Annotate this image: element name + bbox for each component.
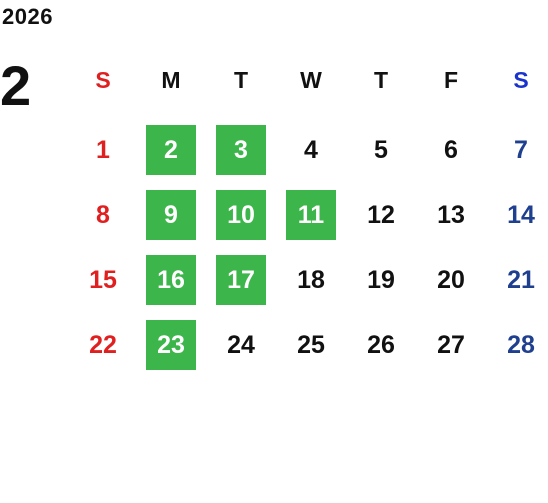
day-number: 27 bbox=[437, 331, 465, 359]
week-row: 1 2 3 4 5 6 7 bbox=[68, 125, 548, 175]
day-cell-highlighted[interactable]: 11 bbox=[286, 190, 336, 240]
day-cell[interactable]: 6 bbox=[426, 125, 476, 175]
day-number: 24 bbox=[227, 331, 255, 359]
day-cell[interactable]: 22 bbox=[78, 320, 128, 370]
day-cell[interactable]: 18 bbox=[286, 255, 336, 305]
highlight-background bbox=[146, 190, 196, 240]
day-number: 25 bbox=[297, 331, 325, 359]
day-cell[interactable]: 25 bbox=[286, 320, 336, 370]
weekday-header-saturday: S bbox=[513, 67, 529, 93]
day-number: 16 bbox=[157, 266, 185, 294]
weekday-header-tuesday: T bbox=[233, 67, 249, 93]
day-cell-highlighted[interactable]: 16 bbox=[146, 255, 196, 305]
day-cell[interactable]: 4 bbox=[286, 125, 336, 175]
year-label: 2026 bbox=[2, 4, 53, 29]
day-number: 6 bbox=[444, 136, 458, 164]
day-number: 9 bbox=[164, 201, 178, 229]
highlight-background bbox=[216, 255, 266, 305]
day-cell[interactable]: 12 bbox=[356, 190, 406, 240]
highlight-background bbox=[146, 320, 196, 370]
highlight-background bbox=[216, 125, 266, 175]
day-cell[interactable]: 1 bbox=[78, 125, 128, 175]
day-number: 12 bbox=[367, 201, 395, 229]
day-number: 11 bbox=[297, 201, 325, 229]
day-cell-highlighted[interactable]: 2 bbox=[146, 125, 196, 175]
highlight-background bbox=[286, 190, 336, 240]
day-cell[interactable]: 13 bbox=[426, 190, 476, 240]
day-cell[interactable]: 5 bbox=[356, 125, 406, 175]
day-cell[interactable]: 15 bbox=[78, 255, 128, 305]
highlight-background bbox=[216, 190, 266, 240]
day-number: 17 bbox=[227, 266, 255, 294]
day-number: 20 bbox=[437, 266, 465, 294]
day-cell[interactable]: 21 bbox=[496, 255, 546, 305]
weekday-header-wednesday: W bbox=[300, 67, 322, 93]
day-cell-highlighted[interactable]: 23 bbox=[146, 320, 196, 370]
day-cell[interactable]: 7 bbox=[496, 125, 546, 175]
day-cell[interactable]: 28 bbox=[496, 320, 546, 370]
day-number: 1 bbox=[96, 136, 110, 164]
day-cell[interactable]: 8 bbox=[78, 190, 128, 240]
weekday-header-monday: M bbox=[161, 67, 181, 93]
week-row: 8 9 10 11 12 13 14 bbox=[68, 190, 548, 240]
highlight-background bbox=[146, 125, 196, 175]
day-cell[interactable]: 24 bbox=[216, 320, 266, 370]
day-number: 13 bbox=[437, 201, 465, 229]
weekday-header-sunday: S bbox=[95, 67, 111, 93]
month-label: 2 bbox=[0, 54, 32, 117]
day-number: 23 bbox=[157, 331, 185, 359]
day-cell[interactable]: 26 bbox=[356, 320, 406, 370]
day-number: 18 bbox=[297, 266, 325, 294]
day-number: 26 bbox=[367, 331, 395, 359]
week-row: 22 23 24 25 26 27 28 bbox=[68, 320, 548, 370]
day-number: 28 bbox=[507, 331, 535, 359]
day-cell-highlighted[interactable]: 9 bbox=[146, 190, 196, 240]
day-cell[interactable]: 27 bbox=[426, 320, 476, 370]
day-cell[interactable]: 20 bbox=[426, 255, 476, 305]
weekday-header-friday: F bbox=[443, 67, 459, 93]
day-cell[interactable]: 14 bbox=[496, 190, 546, 240]
weekday-header-thursday: T bbox=[373, 67, 389, 93]
day-number: 14 bbox=[507, 201, 535, 229]
day-number: 2 bbox=[164, 136, 178, 164]
day-number: 8 bbox=[96, 201, 110, 229]
day-number: 7 bbox=[514, 136, 528, 164]
highlight-background bbox=[146, 255, 196, 305]
day-number: 3 bbox=[234, 136, 248, 164]
day-cell-highlighted[interactable]: 3 bbox=[216, 125, 266, 175]
day-number: 21 bbox=[507, 266, 535, 294]
day-number: 4 bbox=[304, 136, 318, 164]
day-number: 15 bbox=[89, 266, 117, 294]
day-number: 22 bbox=[89, 331, 117, 359]
day-number: 10 bbox=[227, 201, 255, 229]
day-cell-highlighted[interactable]: 10 bbox=[216, 190, 266, 240]
day-cell[interactable]: 19 bbox=[356, 255, 406, 305]
week-row: 15 16 17 18 19 20 21 bbox=[68, 255, 548, 305]
day-number: 5 bbox=[374, 136, 388, 164]
day-number: 19 bbox=[367, 266, 395, 294]
day-cell-highlighted[interactable]: 17 bbox=[216, 255, 266, 305]
